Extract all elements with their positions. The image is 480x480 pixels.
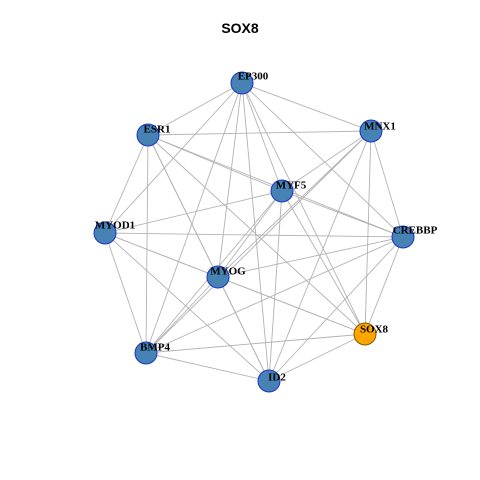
edge-myog-crebbp [217,236,404,278]
edge-myf5-myog [217,190,283,278]
edge-crebbp-id2 [268,236,404,382]
nodes-layer [93,71,415,393]
node-myod1 [93,221,117,245]
edge-bmp4-id2 [145,352,270,382]
node-id2 [257,369,281,393]
edge-mnx1-sox8 [364,130,372,335]
edge-crebbp-bmp4 [145,236,404,354]
edge-ep300-crebbp [241,82,404,238]
edge-ep300-bmp4 [145,82,243,354]
edge-myf5-crebbp [281,190,404,238]
node-label-sox8: SOX8 [360,324,389,336]
node-ep300 [230,71,254,95]
edge-ep300-myog [217,82,243,278]
edge-crebbp-sox8 [364,236,404,335]
edge-esr1-sox8 [147,134,366,335]
edge-myf5-id2 [268,190,283,382]
node-esr1 [136,123,160,147]
node-label-myf5: MYF5 [276,180,307,192]
edge-ep300-sox8 [241,82,366,335]
figure-title: SOX8 [221,20,259,36]
edge-id2-sox8 [268,333,366,382]
node-label-myog: MYOG [210,266,246,278]
node-myf5 [270,179,294,203]
edge-bmp4-sox8 [145,333,366,354]
edge-ep300-mnx1 [241,82,372,132]
node-label-id2: ID2 [268,372,286,384]
node-label-bmp4: BMP4 [140,342,170,354]
edge-myog-sox8 [217,276,366,335]
edge-esr1-bmp4 [145,134,149,354]
edge-myod1-crebbp [104,232,404,238]
node-label-ep300: EP300 [238,71,269,83]
edge-myf5-myod1 [104,190,283,234]
edge-mnx1-myf5 [281,130,372,192]
node-bmp4 [134,341,158,365]
edge-mnx1-bmp4 [145,130,372,354]
node-myog [206,265,230,289]
edge-myog-id2 [217,276,270,382]
edge-myod1-bmp4 [104,232,147,354]
node-label-esr1: ESR1 [144,124,171,136]
node-sox8 [353,322,377,346]
edge-esr1-myod1 [104,134,149,234]
edge-myod1-id2 [104,232,270,382]
edges-layer [104,82,404,382]
edge-ep300-id2 [241,82,270,382]
node-label-myod1: MYOD1 [95,220,135,232]
node-label-crebbp: CREBBP [393,225,438,237]
edge-esr1-mnx1 [147,130,372,136]
edge-mnx1-crebbp [370,130,404,238]
edge-ep300-esr1 [147,82,243,136]
edge-ep300-myf5 [241,82,283,192]
edge-mnx1-myog [217,130,372,278]
node-crebbp [391,225,415,249]
edge-myog-bmp4 [145,276,219,354]
edge-myf5-sox8 [281,190,366,335]
node-mnx1 [359,119,383,143]
node-label-mnx1: MNX1 [364,121,396,133]
